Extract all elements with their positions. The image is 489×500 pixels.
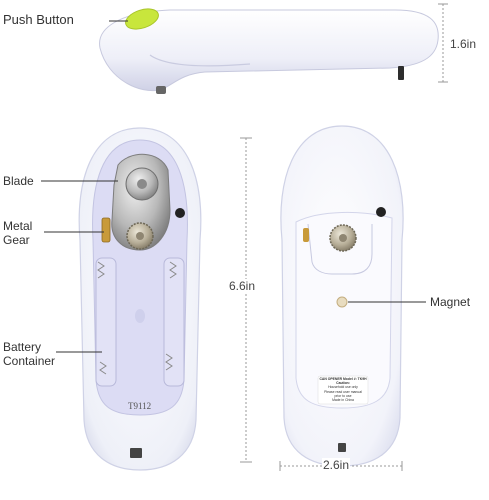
battery-slot-left [95, 257, 117, 387]
length-dim [240, 137, 252, 463]
side-grip-curve [149, 54, 251, 67]
front-closed-view [279, 125, 426, 471]
side-foot [398, 66, 404, 80]
back-open-view [41, 127, 202, 471]
sticker-manual: Please read user manual [324, 389, 362, 394]
label-push-button: Push Button [3, 12, 74, 27]
side-blade-stub [156, 86, 166, 94]
label-magnet: Magnet [430, 295, 471, 309]
label-container: Container [3, 354, 56, 368]
sticker [317, 375, 369, 405]
center-nub [135, 309, 145, 323]
dim-width: 2.6in [322, 458, 351, 472]
sticker-origin: Made in China [332, 398, 354, 403]
back-screw [175, 208, 185, 218]
dim-length: 6.6in [228, 279, 257, 293]
battery-spring-top [97, 261, 177, 279]
model-code: T9112 [128, 401, 152, 411]
bottom-latch [130, 448, 142, 458]
front-gear-slot [303, 228, 309, 242]
dim-height: 1.6in [449, 37, 478, 51]
front-screw [376, 207, 386, 217]
battery-spring-bottom [99, 353, 173, 375]
side-view [99, 3, 448, 94]
sticker-title: CAN OPENER Model #: TK9H [319, 377, 367, 381]
gear-slot [101, 217, 111, 243]
label-metal: Metal [3, 219, 33, 233]
sticker-text: CAN OPENER Model #: TK9H Caution: Househ… [319, 377, 367, 402]
right-cover [295, 211, 393, 409]
label-blade: Blade [3, 174, 34, 188]
magnet-shape [336, 296, 348, 308]
label-battery: Battery [3, 340, 42, 354]
cover-notch [307, 223, 373, 275]
sticker-caution: Caution: [336, 381, 350, 386]
sticker-voltage: prior to use [334, 393, 352, 398]
front-latch [338, 443, 346, 452]
battery-slot-right [163, 257, 185, 387]
push-button-shape [125, 8, 159, 30]
sticker-use: Household use only [328, 385, 358, 390]
label-gear: Gear [3, 233, 30, 247]
